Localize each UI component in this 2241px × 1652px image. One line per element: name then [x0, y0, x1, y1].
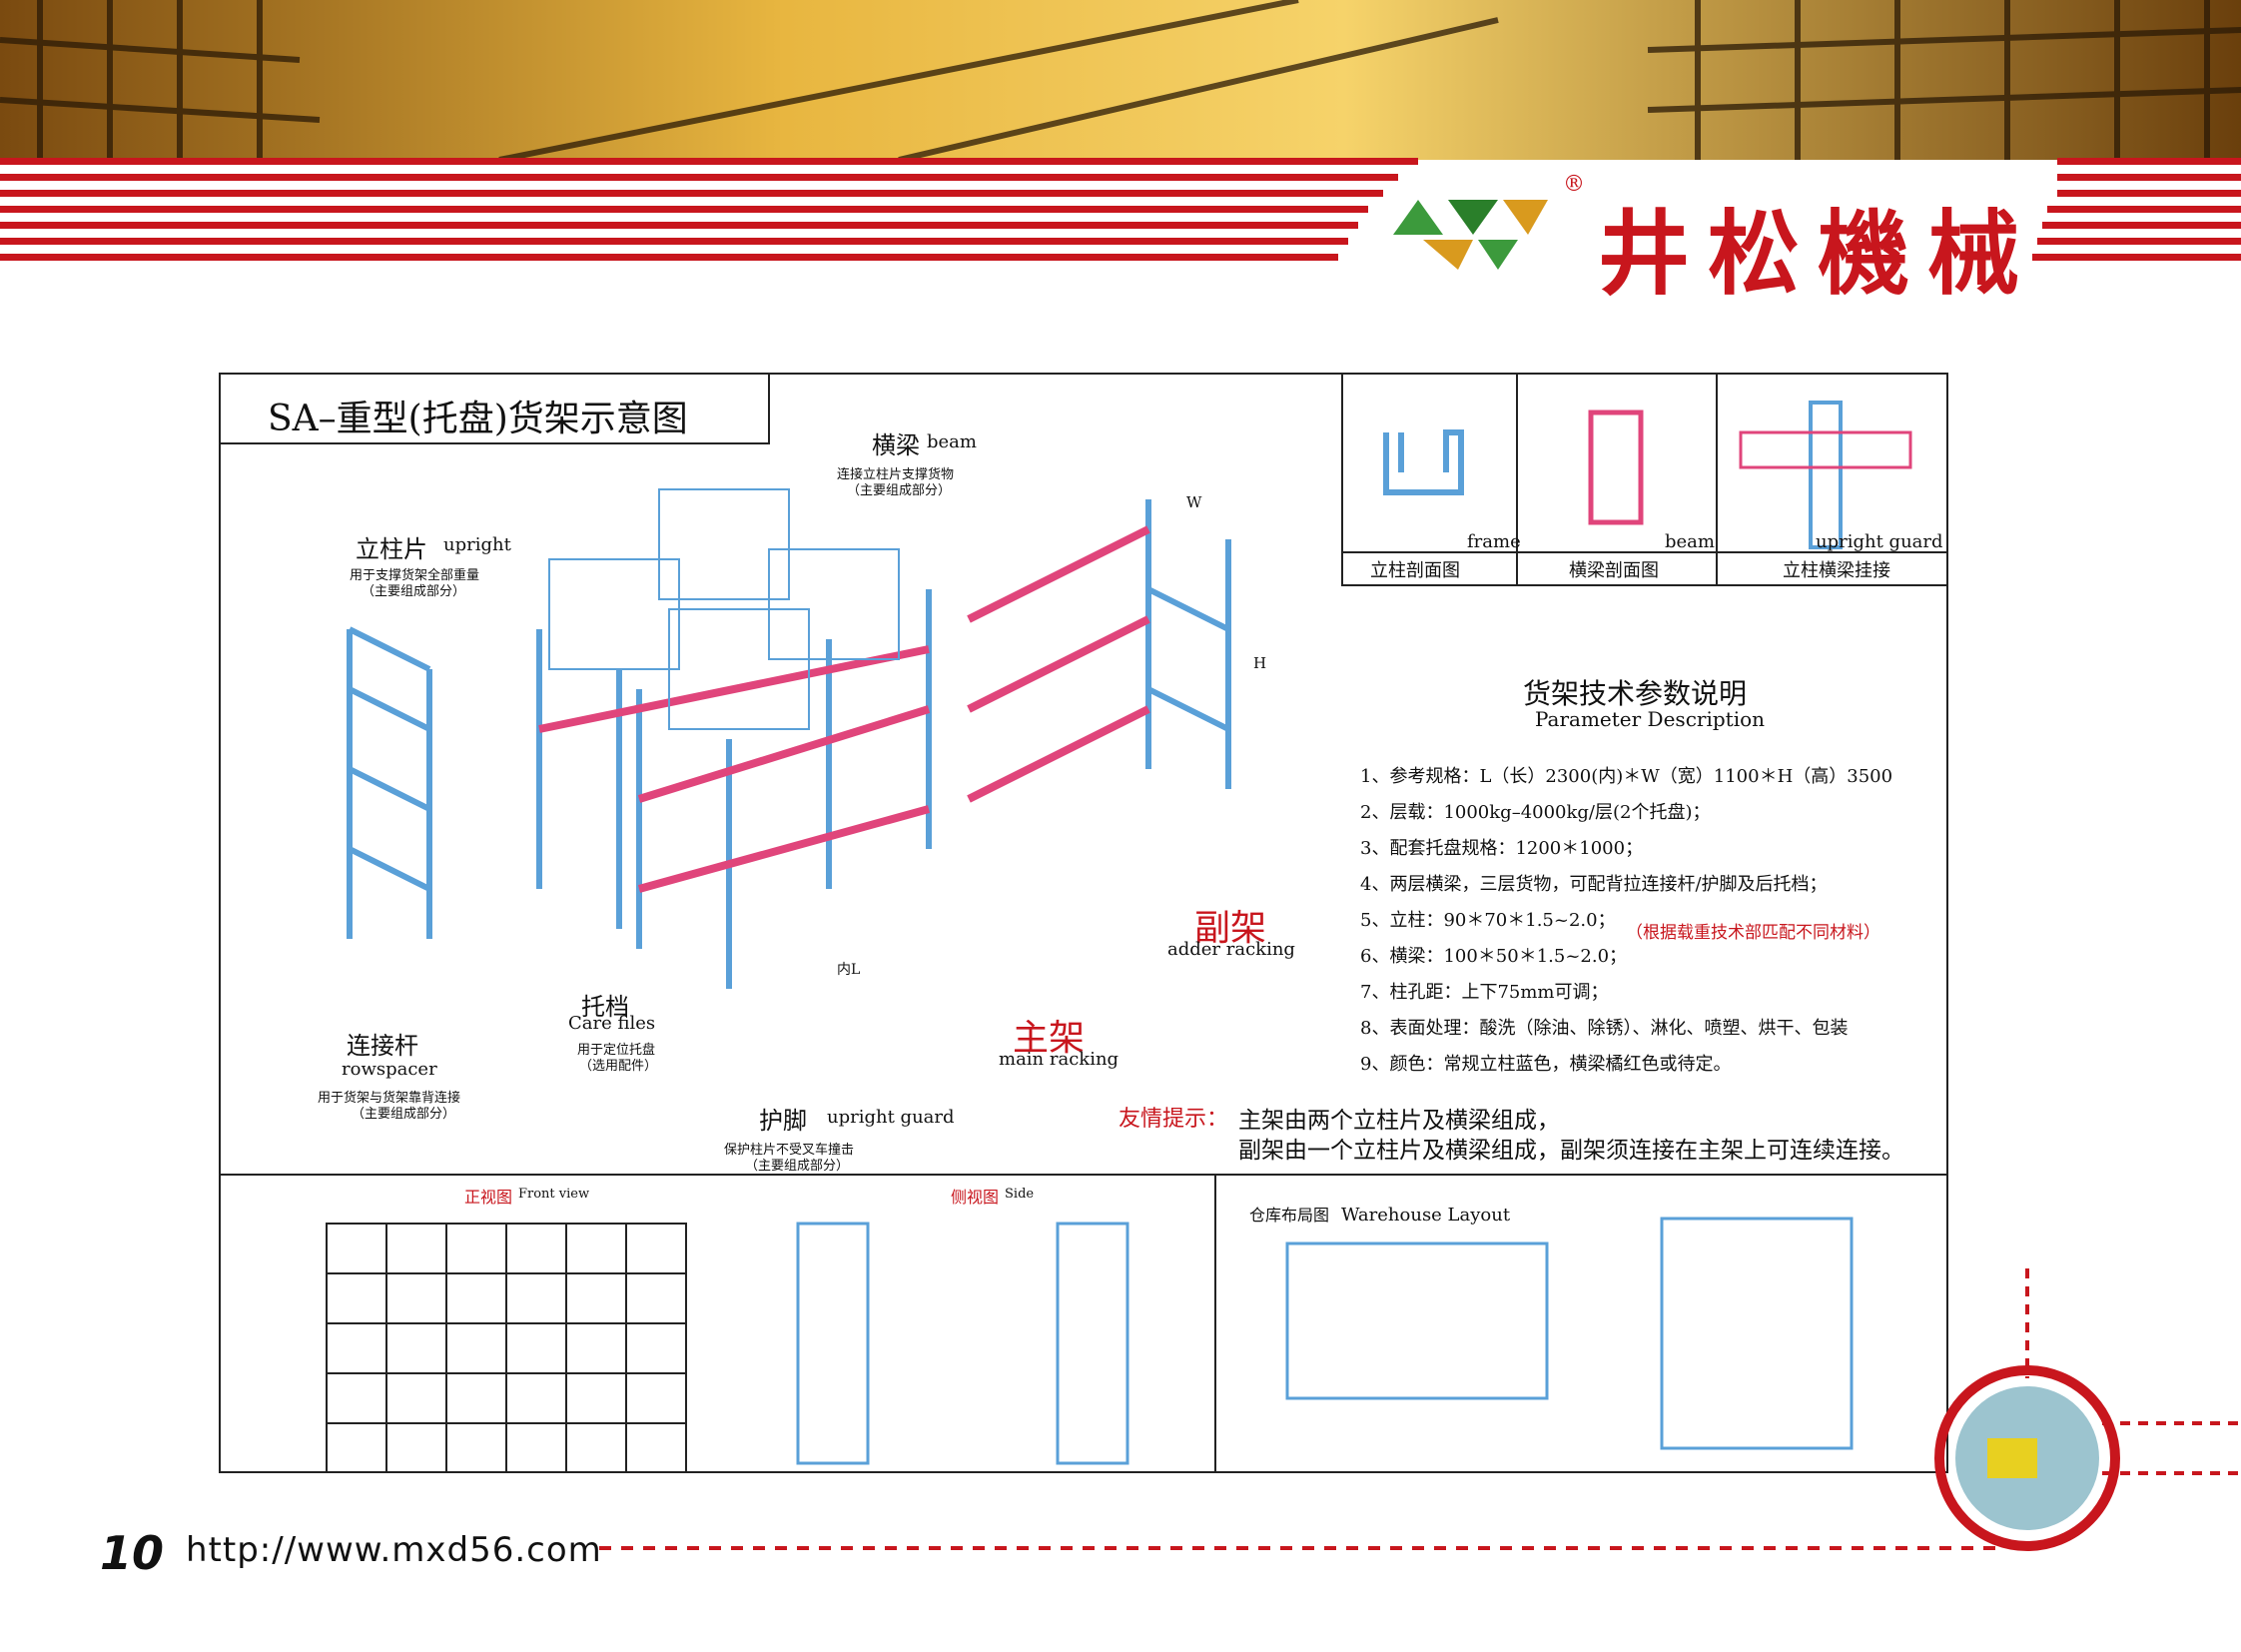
rowspacer-en-label: rowspacer: [342, 1059, 437, 1080]
care-en-label: Care files: [568, 1013, 656, 1034]
guard-note-1: 保护柱片不受叉车撞击: [724, 1143, 855, 1158]
tip-label: 友情提示：: [1119, 1107, 1229, 1132]
upright-guard-icon: [1809, 401, 1843, 549]
beam-label: beam: [1665, 531, 1715, 552]
brand-name: 井松機械: [1598, 200, 2038, 308]
header-banner: [0, 0, 2241, 160]
header-stripes: [0, 158, 2241, 261]
beam-note-1: 连接立柱片支撑货物: [837, 467, 955, 482]
upright-guard-label: upright guard: [1816, 531, 1943, 552]
param-6: 6、横梁：100＊50＊1.5~2.0；: [1360, 946, 1628, 967]
params-title-en: Parameter Description: [1535, 707, 1766, 731]
footer-url[interactable]: http://www.mxd56.com: [186, 1530, 602, 1570]
param-1: 1、参考规格：L（长）2300(内)＊W（宽）1100＊H（高）3500: [1360, 766, 1893, 787]
front-view-en: Front view: [518, 1187, 590, 1202]
param-5: 5、立柱：90＊70＊1.5~2.0；: [1360, 910, 1616, 931]
layout-cn: 仓库布局图: [1249, 1206, 1330, 1225]
beam-cn-label: 横梁: [872, 431, 920, 459]
bottom-panels: [219, 1174, 1948, 1473]
decorative-photo-circle: [1934, 1268, 2241, 1551]
rowspacer-note-1: 用于货架与货架靠背连接: [318, 1091, 461, 1106]
main-cn-label: 主架: [1013, 1018, 1086, 1059]
front-view-cn: 正视图: [464, 1188, 513, 1207]
param-2: 2、层载：1000kg–4000kg/层(2个托盘)；: [1360, 802, 1711, 823]
frame-section-caption: 立柱剖面图: [1370, 560, 1460, 581]
side-view-en: Side: [1005, 1187, 1035, 1202]
beam-profile-icon: [1588, 410, 1644, 525]
frame-label: frame: [1467, 531, 1521, 552]
guard-en-label: upright guard: [827, 1107, 955, 1128]
upright-cn-label: 立柱片: [356, 535, 427, 563]
adder-cn-label: 副架: [1194, 908, 1267, 949]
param-3: 3、配套托盘规格：1200＊1000；: [1360, 838, 1644, 859]
footer-dash-line: [599, 1546, 1997, 1550]
beam-note-2: （主要组成部分）: [847, 483, 952, 498]
dim-l-label: 内L: [837, 962, 861, 978]
param-9: 9、颜色：常规立柱蓝色，横梁橘红色或待定。: [1360, 1054, 1732, 1075]
params-title-cn: 货架技术参数说明: [1523, 677, 1748, 710]
upright-en-label: upright: [443, 534, 511, 555]
page-title: SA–重型(托盘)货架示意图: [268, 399, 688, 439]
tip-line-1: 主架由两个立柱片及横梁组成，: [1238, 1108, 1560, 1134]
bracket-note: （根据载重技术部匹配不同材料）: [1626, 923, 1880, 943]
dim-w-label: W: [1186, 493, 1202, 511]
dim-h-label: H: [1253, 654, 1267, 672]
care-note-1: 用于定位托盘: [577, 1043, 656, 1058]
beam-en-label: beam: [927, 431, 977, 452]
care-cn-label: 托档: [581, 993, 629, 1021]
side-view-cn: 侧视图: [951, 1188, 1000, 1207]
param-7: 7、柱孔距：上下75mm可调；: [1360, 982, 1609, 1003]
title-box: [219, 373, 770, 444]
frame-profile-icon: [1383, 429, 1464, 495]
layout-en: Warehouse Layout: [1341, 1205, 1511, 1226]
diagram-frame: [219, 373, 1948, 1473]
rack-diagram: [347, 488, 1231, 989]
main-en-label: main racking: [999, 1049, 1120, 1070]
warehouse-photo: [0, 0, 2241, 160]
upright-note-1: 用于支撑货架全部重量: [350, 568, 480, 583]
rowspacer-note-2: （主要组成部分）: [352, 1107, 456, 1122]
care-note-2: （选用配件）: [579, 1059, 658, 1074]
param-8: 8、表面处理：酸洗（除油、除锈）、淋化、喷塑、烘干、包装: [1360, 1018, 1849, 1039]
adder-en-label: adder racking: [1167, 939, 1295, 960]
rowspacer-cn-label: 连接杆: [347, 1032, 418, 1060]
section-cells: [1341, 373, 1948, 586]
guard-note-2: （主要组成部分）: [745, 1159, 850, 1174]
guard-cn-label: 护脚: [759, 1107, 807, 1135]
brand-logo-icon: [1393, 200, 1548, 270]
tip-line-2: 副架由一个立柱片及横梁组成，副架须连接在主架上可连续连接。: [1238, 1138, 1904, 1164]
beam-section-caption: 横梁剖面图: [1569, 560, 1659, 581]
page-number: 10: [100, 1526, 165, 1580]
param-4: 4、两层横梁，三层货物，可配背拉连接杆/护脚及后托档；: [1360, 874, 1828, 895]
hook-section-caption: 立柱横梁挂接: [1783, 560, 1890, 581]
upright-note-2: （主要组成部分）: [362, 584, 466, 599]
registered-mark: ®: [1563, 172, 1585, 197]
